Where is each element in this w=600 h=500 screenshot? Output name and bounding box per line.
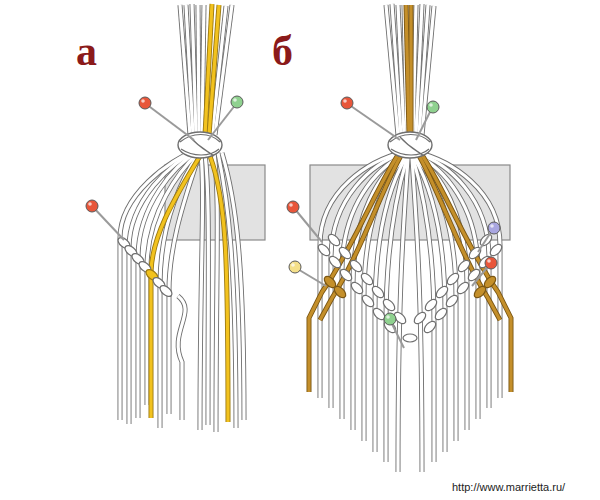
knot-row (434, 284, 450, 300)
knot-row (348, 258, 364, 274)
accent-cords (309, 5, 511, 392)
knot-row (337, 245, 353, 261)
accent-cords (151, 4, 228, 422)
knot-row (316, 242, 332, 258)
knot-row (455, 280, 471, 296)
pin-shafts (416, 108, 432, 140)
knot-row (349, 280, 365, 296)
watermark: http://www.marrietta.ru/ (452, 482, 565, 493)
work-board (310, 165, 510, 240)
cord-outline (151, 4, 228, 422)
cord-bundle (147, 153, 198, 405)
pin-heads (488, 222, 500, 234)
knot-row (158, 283, 174, 298)
knot-row (433, 306, 449, 322)
knot-row (444, 293, 460, 309)
knot-row (456, 258, 472, 274)
knot-row (403, 334, 417, 342)
knot-row (316, 232, 504, 342)
pin-highlights (487, 259, 491, 263)
pin-heads (384, 313, 396, 325)
gathering-knot (178, 132, 222, 158)
pin-highlights (233, 98, 237, 102)
panel-letter: б (272, 30, 293, 72)
pin-highlights (88, 202, 92, 206)
knot-row (370, 284, 386, 300)
pin-highlights (429, 103, 433, 107)
panel-letter: а (76, 30, 97, 72)
knot-row (326, 232, 342, 248)
pin-highlights (490, 224, 494, 228)
knot-row (412, 310, 428, 326)
cord-fill (151, 4, 228, 422)
pin-shafts (208, 104, 236, 140)
pin-shafts (146, 104, 194, 140)
knot-row (332, 284, 348, 300)
knot-row (381, 297, 397, 313)
gathering-knot (180, 135, 220, 157)
pin-heads (341, 97, 353, 109)
pin-heads (86, 96, 500, 325)
pin-highlights (88, 98, 494, 319)
pin-heads (86, 200, 98, 212)
knot-row (327, 254, 343, 270)
pin-highlights (343, 99, 347, 103)
gathering-knot (178, 132, 222, 158)
pin-heads (139, 97, 151, 109)
pin-heads (427, 101, 439, 113)
pin-highlights (141, 99, 145, 103)
pin-shafts (348, 104, 400, 140)
knot-row (423, 297, 439, 313)
pin-highlights (289, 203, 293, 207)
pin-shafts (93, 207, 124, 240)
pin-highlights (291, 263, 295, 267)
cord-fill (120, 4, 244, 432)
knot-row (359, 271, 375, 287)
knot-row (472, 284, 488, 300)
pin-highlights (386, 315, 390, 319)
knot-row (466, 267, 482, 283)
cord-bundle (120, 4, 244, 432)
knot-row (422, 319, 438, 335)
knot-row (116, 235, 174, 298)
knot-row (445, 271, 461, 287)
knot-row (360, 293, 376, 309)
pin-shafts (93, 104, 493, 348)
cord-outline (309, 5, 511, 392)
cord-outline (120, 4, 244, 432)
pin-heads (485, 257, 497, 269)
knot-row (488, 242, 504, 258)
pin-heads (231, 96, 243, 108)
pin-heads (289, 261, 301, 273)
pin-shafts (294, 208, 322, 242)
knot-row (338, 267, 354, 283)
pin-heads (287, 201, 299, 213)
pin-shafts (296, 268, 326, 286)
cord-fill (309, 5, 511, 392)
knot-row (322, 274, 498, 300)
